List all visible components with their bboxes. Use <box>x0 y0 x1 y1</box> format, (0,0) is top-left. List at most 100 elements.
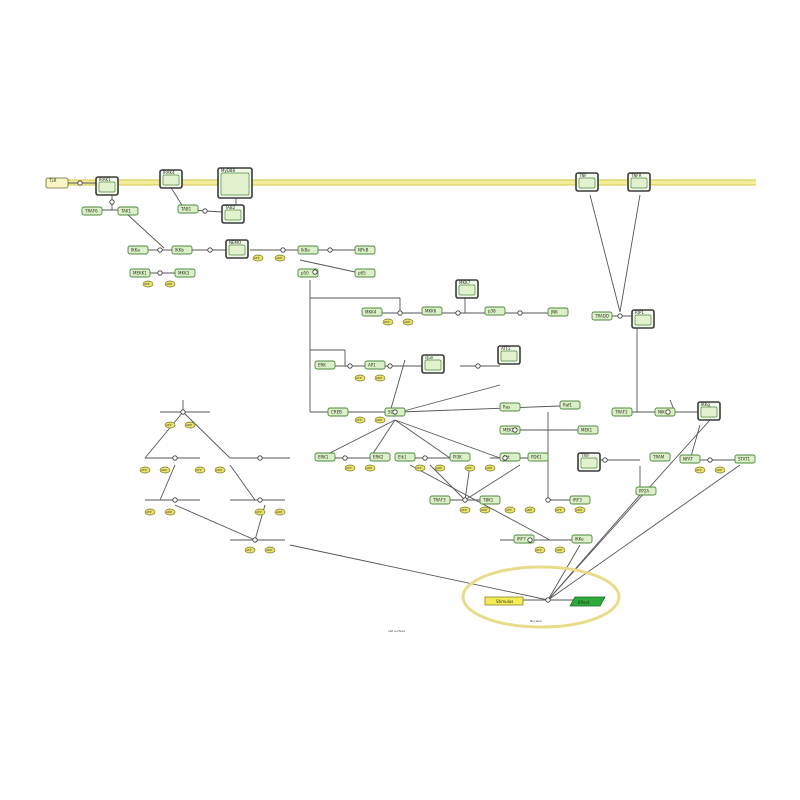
node-nemo-inner <box>228 244 246 256</box>
node-irak4-label: IRAK4 <box>163 170 175 175</box>
node-atf2-inner <box>500 350 518 362</box>
small-molecule <box>534 546 546 554</box>
node-myd88-label: MyD88 <box>221 168 235 173</box>
node-p65-shape <box>354 268 376 278</box>
small-molecule <box>164 280 176 288</box>
small-molecule <box>344 464 356 472</box>
small-molecule <box>252 254 264 262</box>
node-tab1: TAB1 <box>177 204 199 214</box>
node-nik: NIK <box>654 407 676 417</box>
node-elk1-shape <box>394 452 416 462</box>
node-erk2: ERK2 <box>369 452 391 462</box>
node-jnk-shape <box>547 307 569 317</box>
node-atf2: ATF2 <box>497 345 521 365</box>
node-stat1: STAT1 <box>734 454 756 464</box>
process-node <box>617 313 623 319</box>
small-molecule-label: ATP <box>141 468 147 472</box>
small-molecule <box>274 508 286 516</box>
small-molecule-label: ATP <box>466 466 472 470</box>
small-molecule <box>484 464 496 472</box>
small-molecule <box>194 466 206 474</box>
node-mkk7-label: MKK7 <box>459 280 471 285</box>
small-molecule-label: ATP <box>506 508 512 512</box>
node-ap1-label: AP1 <box>368 363 376 368</box>
node-cjun-inner <box>424 359 442 371</box>
node-pi3k: PI3K <box>449 452 471 462</box>
node-creb-shape <box>327 407 349 417</box>
small-molecule <box>264 546 276 554</box>
phenotype-label: Effect <box>578 600 590 605</box>
small-molecule <box>414 464 426 472</box>
small-molecule <box>714 466 726 474</box>
node-erk1-label: ERK1 <box>318 455 329 460</box>
small-molecule <box>479 506 491 514</box>
node-tnfr-inner <box>630 177 648 189</box>
node-jnk-label: JNK <box>550 310 558 315</box>
node-tlr-label: TLR <box>48 178 57 183</box>
node-stat1-shape <box>734 454 756 464</box>
node-tlr: TLR <box>45 177 69 189</box>
process-node <box>665 409 671 415</box>
small-molecule-label: ATP <box>144 282 150 286</box>
node-ppp: PP2A <box>635 486 657 496</box>
process-node <box>545 497 551 503</box>
node-tab1-shape <box>177 204 199 214</box>
node-creb-label: CREB <box>331 410 342 415</box>
node-ikka-shape <box>127 245 149 255</box>
node-p38-shape <box>484 306 506 316</box>
node-ikke-shape <box>571 534 593 544</box>
process-node <box>342 455 348 461</box>
process-node <box>77 180 83 186</box>
node-mkk3-label: MKK3 <box>178 271 190 276</box>
node-pi3k-shape <box>449 452 471 462</box>
node-myd88-inner <box>220 172 250 196</box>
small-molecule-label: ADP <box>376 418 382 422</box>
process-node <box>347 363 353 369</box>
process-node <box>502 455 508 461</box>
node-irf3-label: IRF3 <box>573 498 582 503</box>
small-molecule-label: ADP <box>166 282 172 286</box>
node-mek1: MEK1 <box>577 425 599 435</box>
node-tab2-label: TAB2 <box>224 205 236 210</box>
node-mekk1-label: MEKK1 <box>133 271 147 276</box>
node-cjun-label: cJun <box>425 355 434 360</box>
node-mkk7: MKK7 <box>455 279 479 299</box>
node-ikke-label: IKKe <box>575 537 584 542</box>
node-tnf-label: TNF <box>578 173 587 178</box>
node-tnfr: TNFR <box>627 172 651 192</box>
small-molecule-label: ADP <box>366 466 372 470</box>
small-molecule <box>274 254 286 262</box>
process-node <box>512 427 518 433</box>
small-molecule-label: ADP <box>404 320 410 324</box>
node-mkk4: MKK4 <box>361 307 383 317</box>
small-molecule <box>184 421 196 429</box>
node-trif: TRIF <box>577 452 601 472</box>
small-molecule-label: ATP <box>166 423 172 427</box>
node-pdk1: PDK1 <box>527 452 549 462</box>
small-molecule-label: ADP <box>276 510 282 514</box>
process-node <box>387 363 393 369</box>
node-ppp-label: PP2A <box>639 489 649 494</box>
small-molecule-label: ATP <box>356 376 362 380</box>
node-ikka: IKKa <box>127 245 149 255</box>
node-tbk1-label: TBK1 <box>482 498 494 503</box>
process-node <box>172 455 178 461</box>
node-ikka-label: IKKa <box>131 248 140 253</box>
process-node <box>422 455 428 461</box>
node-ppp-shape <box>635 486 657 496</box>
node-tlr-shape <box>45 177 69 189</box>
node-elk1: Elk1 <box>394 452 416 462</box>
small-molecule-label: ATP <box>696 468 702 472</box>
node-erk2-label: ERK2 <box>373 455 384 460</box>
stimulus-node <box>484 596 524 606</box>
node-traf6-label: TRAF6 <box>84 209 98 214</box>
node-tab1-label: TAB1 <box>180 207 192 212</box>
node-ikba: IkBa <box>297 245 319 255</box>
node-ikkg-inner <box>700 406 718 418</box>
small-molecule-label: ATP <box>196 468 202 472</box>
node-mekk1-shape <box>129 268 151 278</box>
node-tab2: TAB2 <box>221 204 245 224</box>
node-nfat-shape <box>679 454 701 464</box>
node-p38: p38 <box>484 306 506 316</box>
node-ikba-label: IkBa <box>301 248 310 253</box>
